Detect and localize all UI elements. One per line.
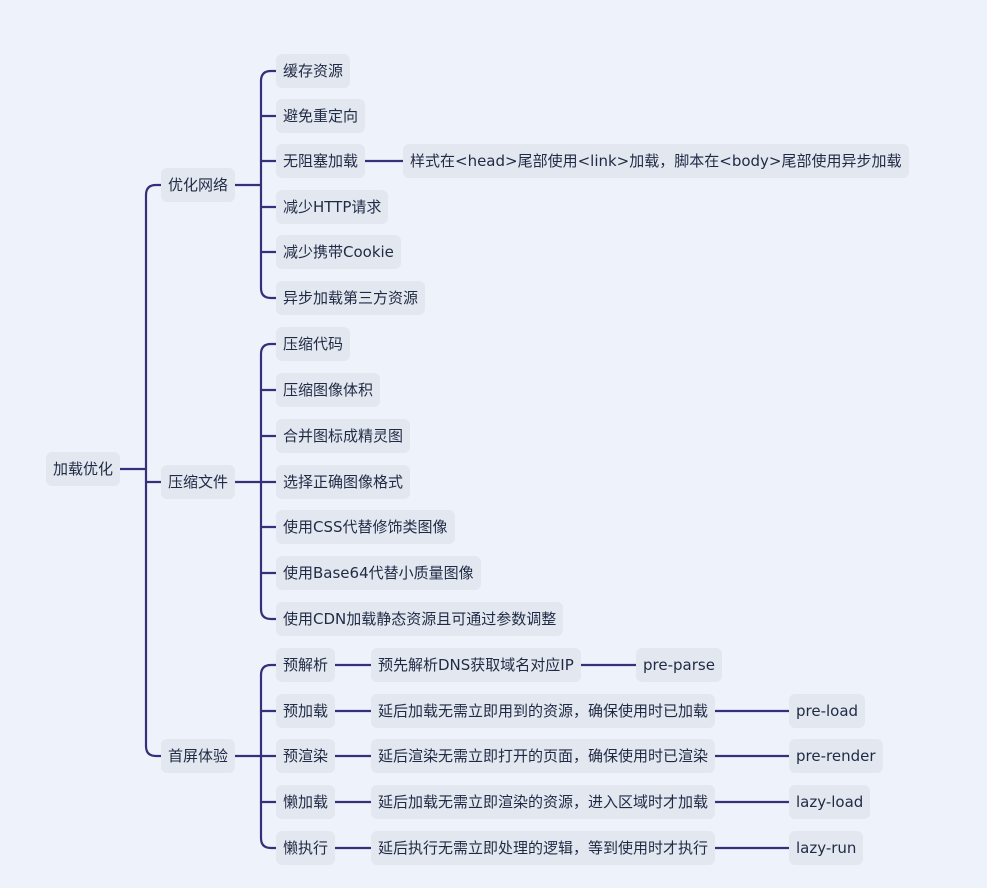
connector-line xyxy=(259,69,278,83)
tag-node[interactable]: pre-render xyxy=(789,739,883,773)
leaf-node[interactable]: 预解析 xyxy=(276,648,336,682)
leaf-node[interactable]: 选择正确图像格式 xyxy=(276,465,411,499)
leaf-node[interactable]: 懒执行 xyxy=(276,831,336,865)
connector-line xyxy=(259,836,278,850)
connector-line xyxy=(259,342,278,356)
tag-node[interactable]: lazy-load xyxy=(789,785,871,819)
leaf-node[interactable]: 压缩图像体积 xyxy=(276,373,381,407)
detail-node[interactable]: 延后加载无需立即用到的资源，确保使用时已加载 xyxy=(371,694,716,728)
leaf-node[interactable]: 使用Base64代替小质量图像 xyxy=(276,556,481,590)
tag-node[interactable]: pre-load xyxy=(789,694,866,728)
leaf-node[interactable]: 懒加载 xyxy=(276,785,336,819)
leaf-node[interactable]: 异步加载第三方资源 xyxy=(276,281,426,315)
detail-node[interactable]: 样式在<head>尾部使用<link>加载，脚本在<body>尾部使用异步加载 xyxy=(403,144,909,178)
leaf-node[interactable]: 压缩代码 xyxy=(276,327,351,361)
connector-line xyxy=(259,663,278,677)
leaf-node[interactable]: 减少HTTP请求 xyxy=(276,190,389,224)
branch-node-compress-files[interactable]: 压缩文件 xyxy=(161,465,236,499)
detail-node[interactable]: 延后加载无需立即渲染的资源，进入区域时才加载 xyxy=(371,785,716,819)
connector-line xyxy=(144,183,163,197)
detail-node[interactable]: 预先解析DNS获取域名对应IP xyxy=(371,648,581,682)
detail-node[interactable]: 延后执行无需立即处理的逻辑，等到使用时才执行 xyxy=(371,831,716,865)
leaf-node[interactable]: 缓存资源 xyxy=(276,54,351,88)
leaf-node[interactable]: 减少携带Cookie xyxy=(276,235,401,269)
tag-node[interactable]: lazy-run xyxy=(789,831,864,865)
connector-line xyxy=(259,607,278,621)
connector-line xyxy=(144,744,163,758)
tag-node[interactable]: pre-parse xyxy=(636,648,722,682)
branch-node-optimize-network[interactable]: 优化网络 xyxy=(161,168,236,202)
connector-line xyxy=(259,286,278,300)
detail-node[interactable]: 延后渲染无需立即打开的页面，确保使用时已渲染 xyxy=(371,739,716,773)
leaf-node[interactable]: 合并图标成精灵图 xyxy=(276,419,411,453)
leaf-node[interactable]: 使用CDN加载静态资源且可通过参数调整 xyxy=(276,602,564,636)
root-node[interactable]: 加载优化 xyxy=(46,452,121,486)
branch-node-first-screen[interactable]: 首屏体验 xyxy=(161,739,236,773)
leaf-node[interactable]: 预渲染 xyxy=(276,739,336,773)
leaf-node[interactable]: 避免重定向 xyxy=(276,99,366,133)
leaf-node[interactable]: 无阻塞加载 xyxy=(276,144,366,178)
leaf-node[interactable]: 预加载 xyxy=(276,694,336,728)
leaf-node[interactable]: 使用CSS代替修饰类图像 xyxy=(276,510,455,544)
